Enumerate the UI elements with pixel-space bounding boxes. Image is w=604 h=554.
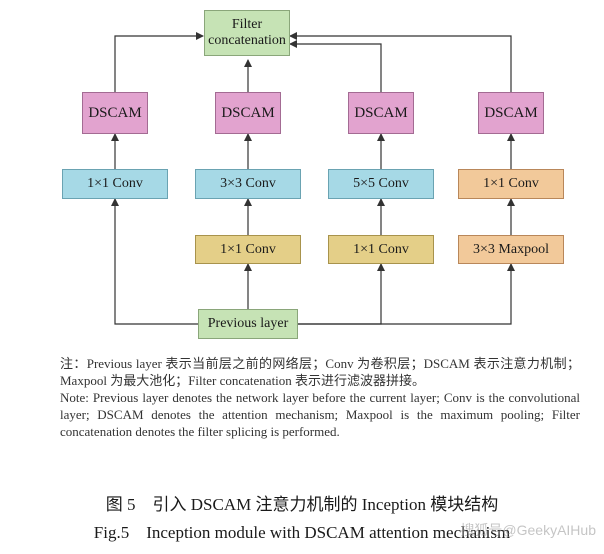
dscam-label: DSCAM [354, 105, 408, 121]
note-english-text: Note: Previous layer denotes the network… [60, 390, 580, 439]
figure-caption-english: Fig.5 Inception module with DSCAM attent… [93, 523, 511, 542]
conv-5x5-box: 5×5 Conv [328, 169, 434, 199]
conv-1x1-box: 1×1 Conv [62, 169, 168, 199]
conv-1x1-reduce-box-3x3: 1×1 Conv [195, 235, 301, 264]
conv-1x1-pool-branch-box: 1×1 Conv [458, 169, 564, 199]
note-chinese-text: 注：Previous layer 表示当前层之前的网络层；Conv 为卷积层；D… [60, 356, 580, 388]
maxpool-3x3-label: 3×3 Maxpool [473, 241, 549, 257]
conv-1x1-label: 1×1 Conv [220, 241, 276, 257]
conv-1x1-label: 1×1 Conv [353, 241, 409, 257]
conv-3x3-box: 3×3 Conv [195, 169, 301, 199]
maxpool-3x3-box: 3×3 Maxpool [458, 235, 564, 264]
conv-1x1-reduce-box-5x5: 1×1 Conv [328, 235, 434, 264]
note-chinese: 注：Previous layer 表示当前层之前的网络层；Conv 为卷积层；D… [60, 355, 580, 389]
dscam-box-1: DSCAM [82, 92, 148, 134]
conv-1x1-label: 1×1 Conv [87, 176, 143, 191]
filter-concatenation-box: Filter concatenation [204, 10, 290, 56]
figure-caption-chinese: 图 5 引入 DSCAM 注意力机制的 Inception 模块结构 [105, 495, 499, 514]
dscam-label: DSCAM [221, 105, 275, 121]
previous-layer-label: Previous layer [207, 316, 289, 331]
watermark: 搜狐号@GeekyAIHub [460, 522, 596, 538]
dscam-label: DSCAM [484, 105, 538, 121]
dscam-box-3: DSCAM [348, 92, 414, 134]
note-english: Note: Previous layer denotes the network… [60, 389, 580, 440]
filter-concatenation-label: Filter concatenation [208, 17, 286, 48]
conv-5x5-label: 5×5 Conv [353, 176, 409, 191]
dscam-box-4: DSCAM [478, 92, 544, 134]
dscam-box-2: DSCAM [215, 92, 281, 134]
connector-arrows [111, 32, 515, 325]
previous-layer-box: Previous layer [198, 309, 298, 339]
dscam-label: DSCAM [88, 105, 142, 121]
conv-3x3-label: 3×3 Conv [220, 176, 276, 191]
conv-1x1-label: 1×1 Conv [483, 176, 539, 191]
